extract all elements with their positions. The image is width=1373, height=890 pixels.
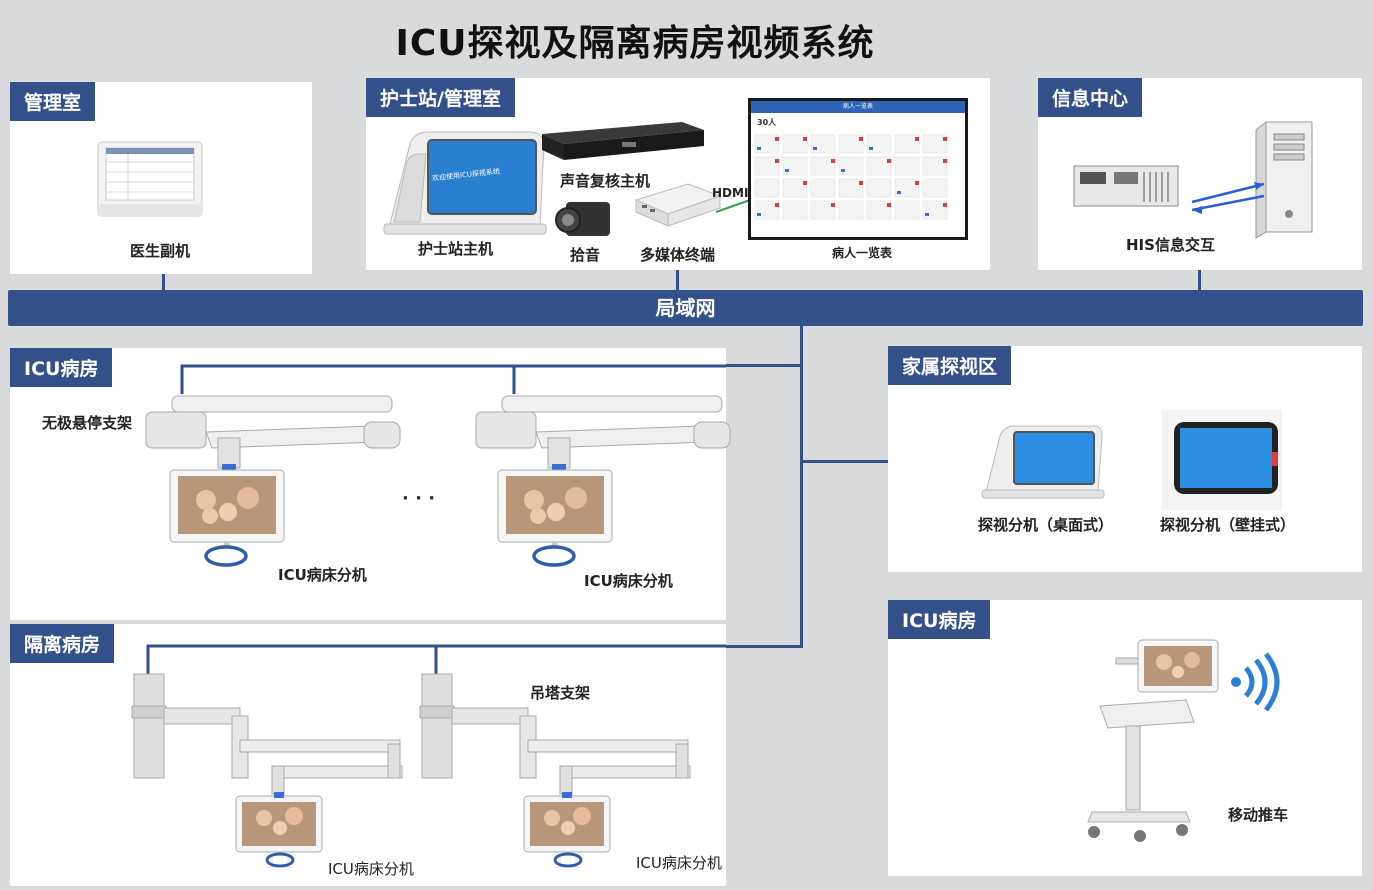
wire-management	[162, 274, 165, 290]
panel-info-center-tag: 信息中心	[1038, 78, 1143, 117]
suspension-mount-label: 无极悬停支架	[42, 414, 133, 432]
panel-isolation-ward: 隔离病房 吊塔支架 ICU病床分机	[10, 624, 726, 886]
isolation-bed-terminal-2	[523, 792, 611, 868]
panel-icu-ward-mobile: ICU病房 移动推车	[888, 600, 1362, 876]
panel-family-area: 家属探视区 探视分机（桌面式） 探视分机（壁挂式）	[888, 346, 1362, 572]
icu-bed-terminal-2	[497, 469, 613, 567]
panel-nurse-station: 护士站/管理室 欢迎使用ICU探视系统 护士站主机 声音复核主机 拾音 多媒体终…	[366, 78, 990, 270]
hdmi-label: HDMI	[712, 186, 749, 200]
pickup-label: 拾音	[570, 246, 601, 264]
mobile-cart-label: 移动推车	[1228, 806, 1289, 824]
isolation-wiring	[146, 644, 726, 676]
doctor-terminal-label: 医生副机	[130, 242, 191, 260]
multimedia-terminal-label: 多媒体终端	[640, 246, 716, 264]
icu-bed-unit-1-label: ICU病床分机	[278, 566, 367, 584]
desk-visit-terminal-label: 探视分机（桌面式）	[978, 516, 1114, 534]
panel-info-center: 信息中心 HIS信息交互	[1038, 78, 1362, 270]
suspension-arm-1	[145, 395, 401, 470]
isolation-bed-terminal-1	[235, 792, 323, 868]
lan-bus: 局域网	[8, 290, 1363, 326]
panel-icu-ward: ICU病房 无极悬停支架 ICU病床分机 · · · ICU	[10, 348, 731, 620]
nurse-host-icon	[383, 131, 547, 235]
data-exchange-arrows	[1191, 182, 1265, 214]
mobile-cart-icon	[1087, 639, 1219, 842]
wire-nurse-station	[676, 270, 679, 290]
panel-family-area-tag: 家属探视区	[888, 346, 1012, 385]
panel-isolation-ward-tag: 隔离病房	[10, 624, 115, 663]
ceiling-tower-mount-2	[419, 673, 691, 795]
wall-visit-terminal-label: 探视分机（壁挂式）	[1160, 516, 1296, 534]
patient-list-monitor: 病人一览表 30人	[748, 98, 968, 240]
panel-management: 管理室 医生副机	[10, 82, 312, 274]
audio-review-host-icon	[542, 122, 704, 160]
wireless-signal-icon	[1231, 652, 1280, 712]
wire-family-area	[800, 460, 888, 463]
ceiling-tower-mount-1	[131, 673, 403, 795]
icu-ward-wiring	[180, 364, 726, 394]
hdmi-cable	[715, 199, 751, 213]
icu-bed-unit-2-label: ICU病床分机	[584, 572, 673, 590]
ellipsis: · · ·	[402, 488, 436, 509]
panel-nurse-station-tag: 护士站/管理室	[366, 78, 515, 117]
panel-icu-ward-mobile-tag: ICU病房	[888, 600, 991, 639]
isolation-bed-unit-2-label: ICU病床分机	[636, 854, 722, 872]
patient-list-label: 病人一览表	[832, 246, 893, 260]
patient-count: 30人	[757, 118, 777, 127]
suspension-arm-2	[475, 395, 731, 470]
wire-isolation	[726, 645, 803, 648]
pickup-camera-icon	[555, 202, 610, 236]
his-exchange-label: HIS信息交互	[1126, 236, 1215, 254]
doctor-terminal-icon	[97, 141, 203, 217]
patient-list-screen-header: 病人一览表	[751, 101, 965, 113]
icu-bed-terminal-1	[169, 469, 285, 567]
wall-visit-terminal-icon	[1162, 410, 1282, 510]
wire-icu-ward	[726, 364, 803, 367]
patient-grid	[754, 134, 948, 220]
desk-visit-terminal-icon	[981, 425, 1105, 499]
tower-mount-label: 吊塔支架	[530, 684, 591, 702]
nurse-host-label: 护士站主机	[418, 240, 494, 258]
page-title: ICU探视及隔离病房视频系统	[395, 23, 875, 64]
isolation-bed-unit-1-label: ICU病床分机	[328, 860, 414, 878]
multimedia-terminal-icon	[634, 183, 722, 227]
wire-trunk	[800, 326, 803, 648]
workstation-icon	[1073, 165, 1179, 207]
audio-review-host-label: 声音复核主机	[560, 172, 651, 190]
wire-info-center	[1198, 270, 1201, 290]
server-tower-icon	[1255, 120, 1313, 239]
panel-icu-ward-tag: ICU病房	[10, 348, 113, 387]
panel-management-tag: 管理室	[10, 82, 96, 121]
